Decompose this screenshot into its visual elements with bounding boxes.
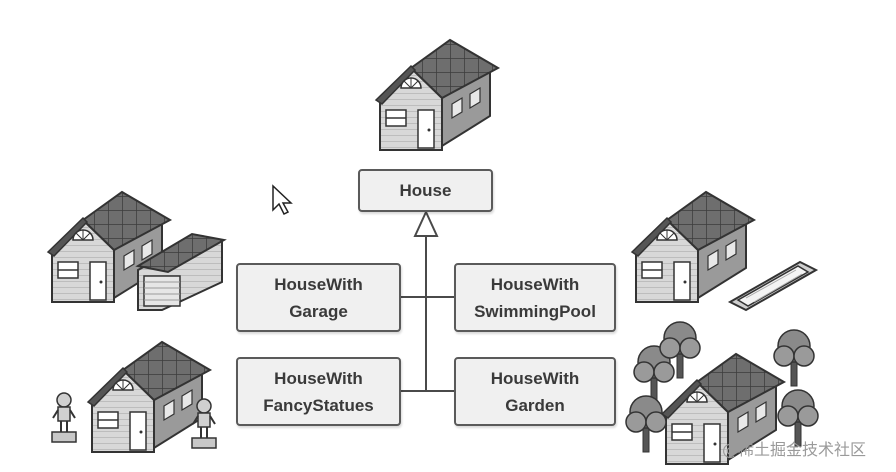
mouse-cursor-icon: [272, 184, 293, 216]
watermark: @稀土掘金技术社区: [722, 440, 867, 459]
node-house-with-fancy-statues-label: HouseWith FancyStatues: [263, 368, 374, 415]
house-illustration-top: [375, 39, 499, 151]
node-house: House: [358, 169, 493, 212]
node-house-with-fancy-statues: HouseWith FancyStatues: [236, 357, 401, 426]
house-with-pool-illustration: [631, 191, 819, 312]
house-with-garage-illustration: [47, 191, 227, 311]
inheritance-lines: [401, 236, 454, 392]
node-house-with-garden: HouseWith Garden: [454, 357, 616, 426]
inheritance-arrowhead: [413, 209, 439, 237]
node-house-with-garage-label: HouseWith Garage: [274, 274, 363, 321]
node-house-with-garage: HouseWith Garage: [236, 263, 401, 332]
node-house-with-garden-label: HouseWith Garden: [490, 368, 580, 415]
node-house-with-swimming-pool-label: HouseWith SwimmingPool: [474, 274, 596, 321]
node-house-label: House: [399, 181, 452, 200]
house-with-statues-illustration: [51, 341, 217, 453]
node-house-with-swimming-pool: HouseWith SwimmingPool: [454, 263, 616, 332]
